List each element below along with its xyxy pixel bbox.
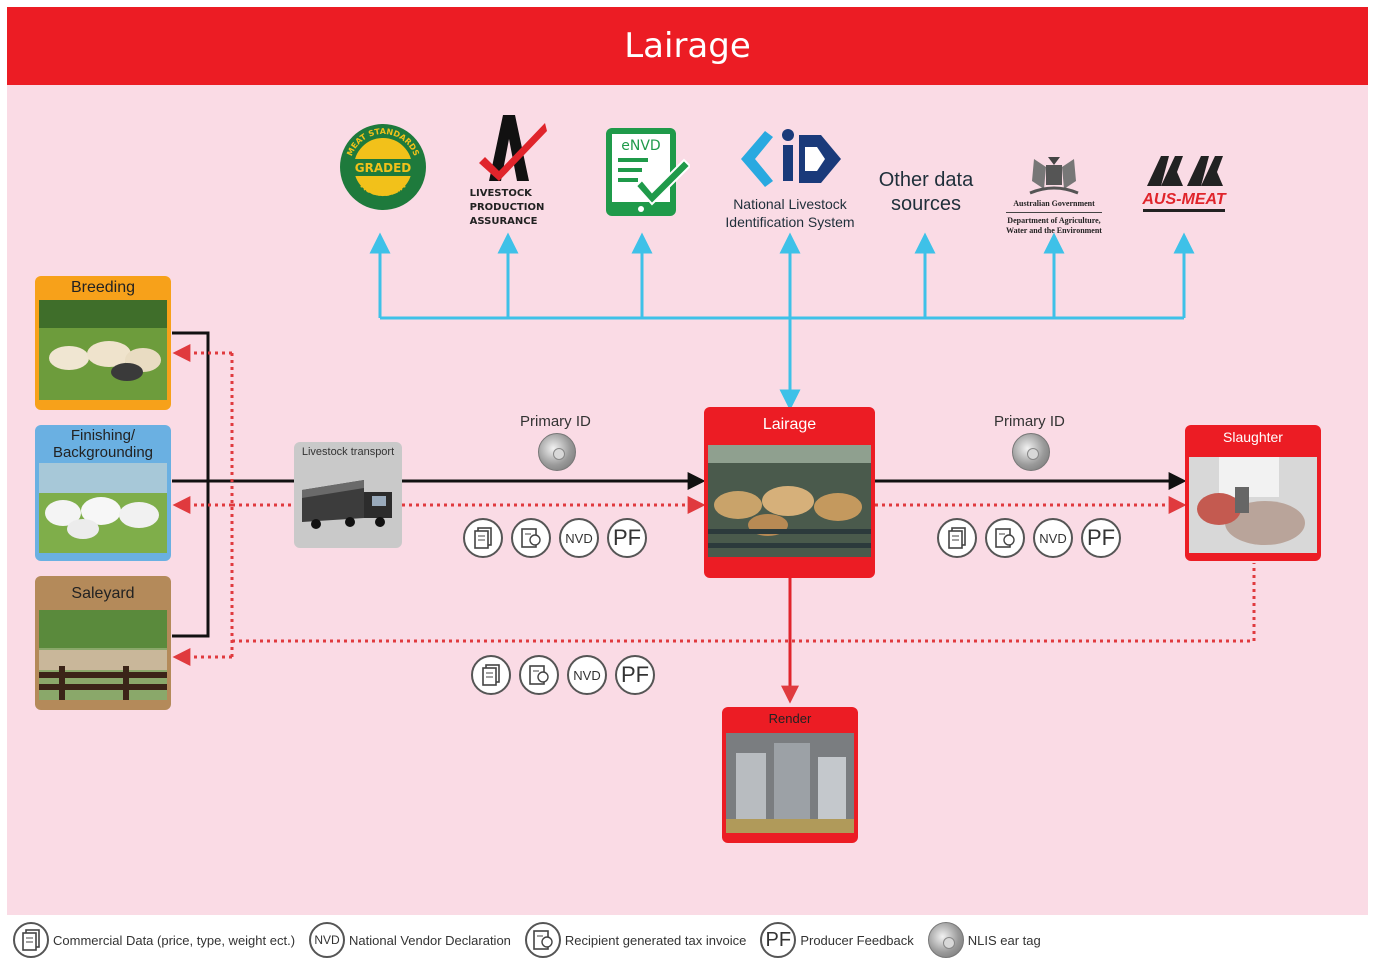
primary-id-label-left: Primary ID: [520, 413, 591, 430]
stage-lairage-title: Lairage: [762, 416, 817, 433]
legend-item-commercial-data: Commercial Data (price, type, weight ect…: [13, 922, 295, 958]
nlis-line-2: Identification System: [725, 214, 855, 230]
legend-text-tax-invoice: Recipient generated tax invoice: [564, 932, 747, 948]
envd-logo: eNVD: [604, 126, 690, 218]
legend-text-pf: Producer Feedback: [800, 932, 914, 948]
lpa-line-3: ASSURANCE: [469, 216, 538, 227]
aus-meat-text: AUS-MEAT: [1141, 191, 1226, 208]
lairage-photo: [708, 445, 871, 557]
lpa-line-1: LIVESTOCK: [469, 188, 532, 199]
stage-livestock-transport: Livestock transport: [294, 442, 402, 548]
other-sources-line-2: sources: [890, 193, 962, 215]
legend-text-commercial-data: Commercial Data (price, type, weight ect…: [53, 932, 296, 948]
breeding-photo: [39, 300, 167, 400]
saleyard-photo: [39, 610, 167, 700]
stage-finishing: Finishing/ Backgrounding: [35, 425, 171, 561]
transport-doc-icons: NVD PF: [463, 518, 647, 558]
nlis-ear-tag-icon: [927, 922, 964, 958]
data-share-lines: [369, 232, 1195, 411]
gov-line-1: Australian Government: [1013, 198, 1095, 208]
pf-icon: PF: [607, 518, 647, 558]
legend-item-nlis-tag: NLIS ear tag: [927, 922, 1041, 958]
primary-id-label-right: Primary ID: [994, 413, 1065, 430]
commercial-data-icon: [463, 518, 503, 558]
nlis-line-1: National Livestock: [733, 196, 847, 212]
finishing-photo: [39, 463, 167, 553]
coat-of-arms-icon: [1029, 156, 1079, 194]
pf-icon: PF: [760, 922, 797, 958]
stage-lairage: Lairage: [704, 407, 875, 578]
feedback-doc-icons: NVD PF: [471, 655, 655, 695]
lpa-line-2: PRODUCTION: [469, 202, 545, 213]
gov-line-3: Water and the Environment: [1006, 225, 1102, 235]
render-photo: [726, 733, 854, 833]
slaughter-doc-icons: NVD PF: [937, 518, 1121, 558]
legend-text-nvd: National Vendor Declaration: [349, 932, 511, 948]
stage-slaughter-title: Slaughter: [1223, 429, 1283, 445]
nlis-logo: National Livestock Identification System: [710, 118, 870, 238]
nvd-icon: NVD: [567, 655, 607, 695]
australian-government-logo: Australian Government Department of Agri…: [990, 146, 1118, 242]
slaughter-photo: [1189, 457, 1317, 553]
msa-graded-logo: MEAT STANDARDS AUSTRALIA GRADED: [338, 122, 428, 212]
stage-render: Render: [722, 707, 858, 843]
nlis-tag-icon: [538, 433, 576, 471]
tax-invoice-icon: [985, 518, 1025, 558]
legend-item-pf: PF Producer Feedback: [760, 922, 914, 958]
commercial-data-icon: [471, 655, 511, 695]
tax-invoice-icon: [519, 655, 559, 695]
nvd-icon: NVD: [1033, 518, 1073, 558]
tax-invoice-icon: [524, 922, 561, 958]
feedback-lines: [172, 344, 1256, 666]
lpa-mark-icon: [479, 115, 547, 181]
other-sources-line-1: Other data: [878, 169, 974, 191]
pf-icon: PF: [1081, 518, 1121, 558]
commercial-data-icon: [937, 518, 977, 558]
truck-icon: [302, 480, 392, 529]
stage-breeding-title: Breeding: [70, 279, 136, 296]
tax-invoice-icon: [511, 518, 551, 558]
legend-item-nvd: NVD National Vendor Declaration: [309, 922, 511, 958]
diagram-panel: [7, 85, 1368, 915]
nlis-tag-icon: [1012, 433, 1050, 471]
stage-render-title: Render: [768, 711, 812, 726]
transport-title: Livestock transport: [301, 446, 395, 458]
stage-finishing-title: Finishing/ Backgrounding: [52, 427, 154, 461]
msa-center-text: GRADED: [355, 161, 412, 175]
lpa-logo: LIVESTOCK PRODUCTION ASSURANCE: [462, 104, 552, 234]
stage-breeding: Breeding: [35, 276, 171, 410]
page-title: Lairage: [7, 7, 1368, 85]
stage-saleyard: Saleyard: [35, 576, 171, 710]
aus-meat-logo: AUS-MEAT: [1136, 148, 1232, 218]
nvd-icon: NVD: [309, 922, 346, 958]
stage-slaughter: Slaughter: [1185, 425, 1321, 561]
pf-icon: PF: [615, 655, 655, 695]
nvd-icon: NVD: [559, 518, 599, 558]
envd-text: eNVD: [621, 138, 660, 154]
gov-line-2: Department of Agriculture,: [1007, 215, 1101, 225]
nlis-mark-icon: [741, 129, 841, 187]
legend: Commercial Data (price, type, weight ect…: [7, 915, 1368, 965]
other-data-sources: Other data sources: [866, 166, 986, 218]
legend-item-tax-invoice: Recipient generated tax invoice: [524, 922, 747, 958]
stage-saleyard-title: Saleyard: [71, 585, 135, 602]
legend-text-nlis-tag: NLIS ear tag: [967, 932, 1041, 948]
commercial-data-icon: [13, 922, 49, 958]
